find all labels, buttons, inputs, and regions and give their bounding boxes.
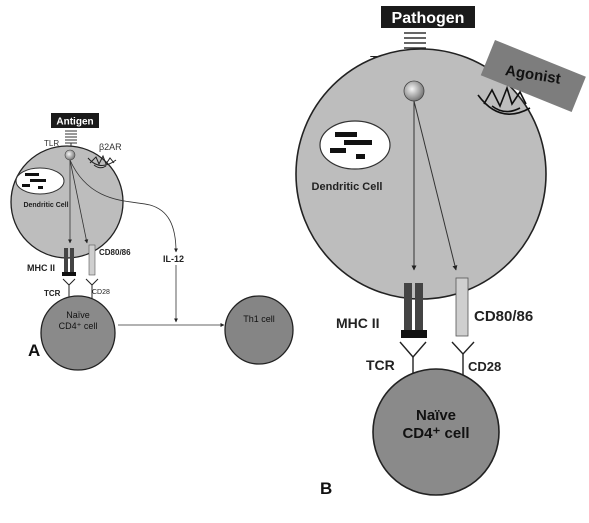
agonist-receptor (477, 85, 531, 115)
tlr-coil-a (65, 130, 77, 150)
mhc-ii-a (62, 248, 76, 276)
naive-cd4-cell-b (372, 368, 500, 496)
cd80-86-label-a: CD80/86 (99, 248, 131, 257)
pathogen-label: Pathogen (392, 10, 465, 27)
naive-label-a-line1: Naïve (66, 310, 90, 320)
dna-bar (25, 173, 39, 176)
tcr-label-a: TCR (44, 289, 61, 298)
th1-label: Th1 cell (243, 314, 275, 324)
dna-bar (344, 140, 372, 145)
antigen-box (51, 113, 99, 128)
cd28-label-b: CD28 (468, 359, 501, 374)
beta2ar-receptor (87, 154, 117, 169)
cd28-a (85, 278, 99, 299)
dendritic-cell-label-b: Dendritic Cell (312, 181, 383, 193)
naive-label-a-line2: CD4⁺ cell (59, 321, 98, 331)
agonist-box (480, 40, 586, 112)
pathogen-box (381, 6, 475, 28)
panel-a: Antigen TLR Dendritic Cell β2AR (10, 113, 294, 371)
naive-label-b-line1: Naïve (416, 407, 456, 424)
panel-label-b: B (320, 479, 332, 498)
panel-b: Pathogen TLR Dendritic Cell Agonist (295, 6, 586, 498)
dna-bar (30, 179, 46, 182)
th1-cell (224, 295, 294, 365)
il12-label: IL-12 (163, 254, 184, 264)
tlr-label-a: TLR (44, 139, 59, 148)
dna-bar (335, 132, 357, 137)
dna-bar (330, 148, 346, 153)
dendritic-cell-label-a: Dendritic Cell (23, 202, 68, 209)
cd28-label-a: CD28 (92, 289, 110, 296)
cd80-86-a (88, 244, 96, 276)
tlr-receptor-b (403, 80, 425, 102)
signal-arrows-b (411, 100, 458, 271)
dna-bar (22, 184, 30, 187)
mhc-ii-label-b: MHC II (336, 315, 380, 331)
naive-cd4-cell-a (40, 295, 116, 371)
mhc-ii-b (401, 283, 427, 338)
tlr-receptor-a (64, 149, 76, 161)
antigen-label: Antigen (56, 117, 93, 128)
tcr-label-b: TCR (366, 357, 395, 373)
naive-label-b-line2: CD4⁺ cell (402, 425, 469, 442)
mhc-ii-label-a: MHC II (27, 263, 55, 273)
signal-arrows-a (68, 159, 178, 323)
dna-bar (356, 154, 365, 159)
dna-bar (38, 186, 43, 189)
cd80-86-label-b: CD80/86 (474, 308, 533, 325)
beta2ar-label: β2AR (99, 142, 122, 152)
cd80-86-b (455, 277, 469, 337)
panel-label-a: A (28, 341, 40, 360)
